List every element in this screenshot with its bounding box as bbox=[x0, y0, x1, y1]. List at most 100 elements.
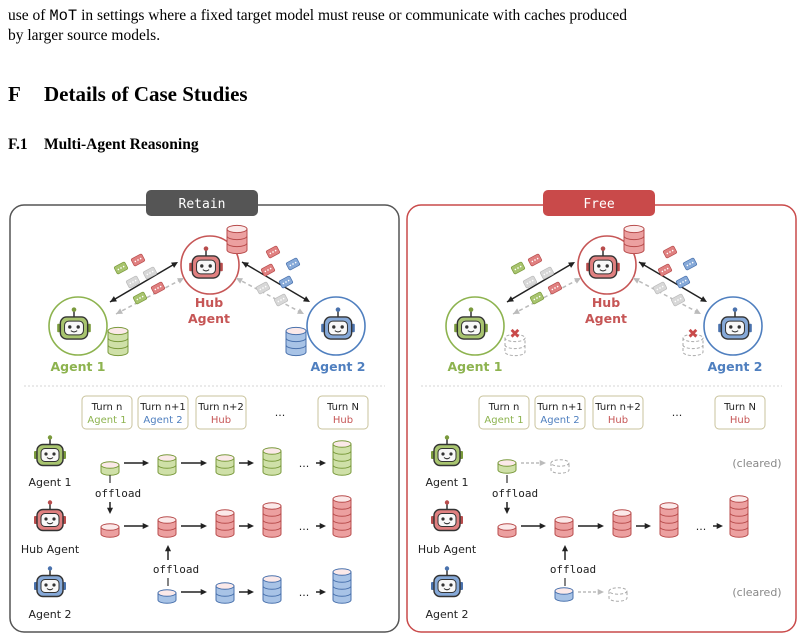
turn-label: Turn n+2 bbox=[594, 402, 640, 413]
subsection-title: Multi-Agent Reasoning bbox=[44, 136, 199, 153]
row-ellipsis: ... bbox=[696, 520, 707, 533]
agent1-robot-icon bbox=[57, 307, 91, 340]
agent1-cache-cleared-icon bbox=[550, 459, 570, 474]
arrow-icon bbox=[181, 522, 207, 530]
link-arrow-icon bbox=[632, 277, 701, 314]
section-title: Details of Case Studies bbox=[44, 82, 248, 106]
hub-row-label: Hub Agent bbox=[418, 543, 477, 556]
message-icon bbox=[286, 257, 300, 271]
message-icon bbox=[676, 275, 690, 289]
agent2-row-robot-icon bbox=[34, 566, 66, 598]
arrow-icon bbox=[316, 459, 326, 467]
agent1-cache-icon bbox=[157, 454, 177, 476]
agent1-cache-icon bbox=[215, 454, 235, 476]
retain-title-label: Retain bbox=[179, 197, 226, 212]
arrow-icon bbox=[239, 588, 254, 596]
arrow-icon bbox=[181, 588, 207, 596]
subsection-number: F.1 bbox=[8, 136, 28, 153]
message-icon bbox=[511, 261, 525, 275]
hub-cache-icon bbox=[157, 516, 177, 538]
agent2-robot-icon bbox=[718, 307, 752, 340]
turn-label: Turn n+1 bbox=[536, 402, 582, 413]
arrow-icon bbox=[316, 588, 326, 596]
arrow-icon bbox=[578, 522, 604, 530]
message-icon bbox=[653, 281, 667, 295]
agent2-cache-icon bbox=[215, 582, 235, 604]
hub-cache-icon bbox=[623, 224, 645, 255]
turn-agent-label: Hub bbox=[211, 415, 231, 426]
message-icon bbox=[256, 281, 270, 295]
arrow-icon bbox=[636, 522, 651, 530]
message-icon bbox=[683, 257, 697, 271]
arrow-icon bbox=[124, 459, 149, 467]
paragraph-line1-post: in settings where a fixed target model m… bbox=[77, 7, 628, 24]
hub-cache-icon bbox=[226, 224, 248, 255]
hub-cache-icon bbox=[497, 523, 517, 538]
offload-arrow-icon bbox=[106, 502, 114, 514]
agent1-cache-icon bbox=[497, 459, 517, 474]
hub-row-label: Hub Agent bbox=[21, 543, 80, 556]
agent1-robot-icon bbox=[454, 307, 488, 340]
turn-agent-label: Hub bbox=[333, 415, 353, 426]
cleared-x-icon: ✖ bbox=[510, 327, 521, 342]
arrow-icon bbox=[521, 459, 546, 467]
agent1-row-robot-icon bbox=[34, 435, 66, 467]
turn-ellipsis: ... bbox=[275, 406, 286, 419]
agent2-cache-icon bbox=[332, 568, 352, 604]
hub-cache-icon bbox=[659, 502, 679, 538]
message-icon bbox=[151, 281, 165, 295]
turn-agent-label: Hub bbox=[730, 415, 750, 426]
message-icon bbox=[530, 291, 544, 305]
hub-cache-icon bbox=[554, 516, 574, 538]
agent1-label: Agent 1 bbox=[447, 359, 502, 374]
hub-row-robot-icon bbox=[431, 500, 463, 532]
offload-arrow-icon bbox=[164, 545, 172, 560]
agent2-label: Agent 2 bbox=[310, 359, 365, 374]
link-arrow-icon bbox=[241, 261, 310, 302]
message-icon bbox=[274, 293, 288, 307]
arrow-icon bbox=[578, 588, 604, 596]
mot-term: MoT bbox=[49, 7, 78, 25]
agent2-robot-icon bbox=[321, 307, 355, 340]
hub-agent-label: Hub bbox=[592, 295, 620, 310]
turn-agent-label: Agent 2 bbox=[143, 415, 182, 426]
turn-agent-label: Hub bbox=[608, 415, 628, 426]
arrow-icon bbox=[239, 459, 254, 467]
offload-label: offload bbox=[153, 563, 199, 576]
hub-row-robot-icon bbox=[34, 500, 66, 532]
agent2-label: Agent 2 bbox=[707, 359, 762, 374]
cleared-label: (cleared) bbox=[732, 457, 781, 470]
body-paragraph: use of MoT in settings where a fixed tar… bbox=[8, 6, 798, 46]
message-icon bbox=[523, 275, 537, 289]
agent1-cache-icon bbox=[332, 440, 352, 476]
hub-cache-icon bbox=[332, 495, 352, 538]
link-arrow-icon bbox=[512, 278, 581, 315]
turn-box bbox=[478, 395, 530, 430]
turn-ellipsis: ... bbox=[672, 406, 683, 419]
link-arrow-icon bbox=[109, 262, 178, 303]
message-icon bbox=[261, 263, 275, 277]
turn-label: Turn N bbox=[326, 402, 359, 413]
agent2-cache-icon bbox=[554, 587, 574, 602]
turn-box bbox=[534, 395, 586, 430]
hub-robot-icon bbox=[586, 246, 620, 279]
retain-title-badge bbox=[146, 190, 258, 216]
agent1-cache-icon bbox=[107, 326, 129, 357]
turn-box bbox=[137, 395, 189, 430]
agent1-label: Agent 1 bbox=[50, 359, 105, 374]
arrow-icon bbox=[181, 459, 207, 467]
message-icon bbox=[658, 263, 672, 277]
cleared-x-icon: ✖ bbox=[688, 327, 699, 342]
paragraph-line1-pre: use of bbox=[8, 7, 50, 24]
link-arrow-icon bbox=[115, 278, 184, 315]
message-icon bbox=[143, 266, 157, 280]
turn-label: Turn n bbox=[488, 402, 520, 413]
agent1-row-label: Agent 1 bbox=[425, 476, 468, 489]
offload-label: offload bbox=[95, 487, 141, 500]
arrow-icon bbox=[316, 522, 326, 530]
message-icon bbox=[126, 275, 140, 289]
paragraph-line2: by larger source models. bbox=[8, 27, 161, 44]
hub-agent-label: Agent bbox=[585, 311, 627, 326]
message-icon bbox=[528, 253, 542, 267]
hub-cache-icon bbox=[215, 509, 235, 538]
